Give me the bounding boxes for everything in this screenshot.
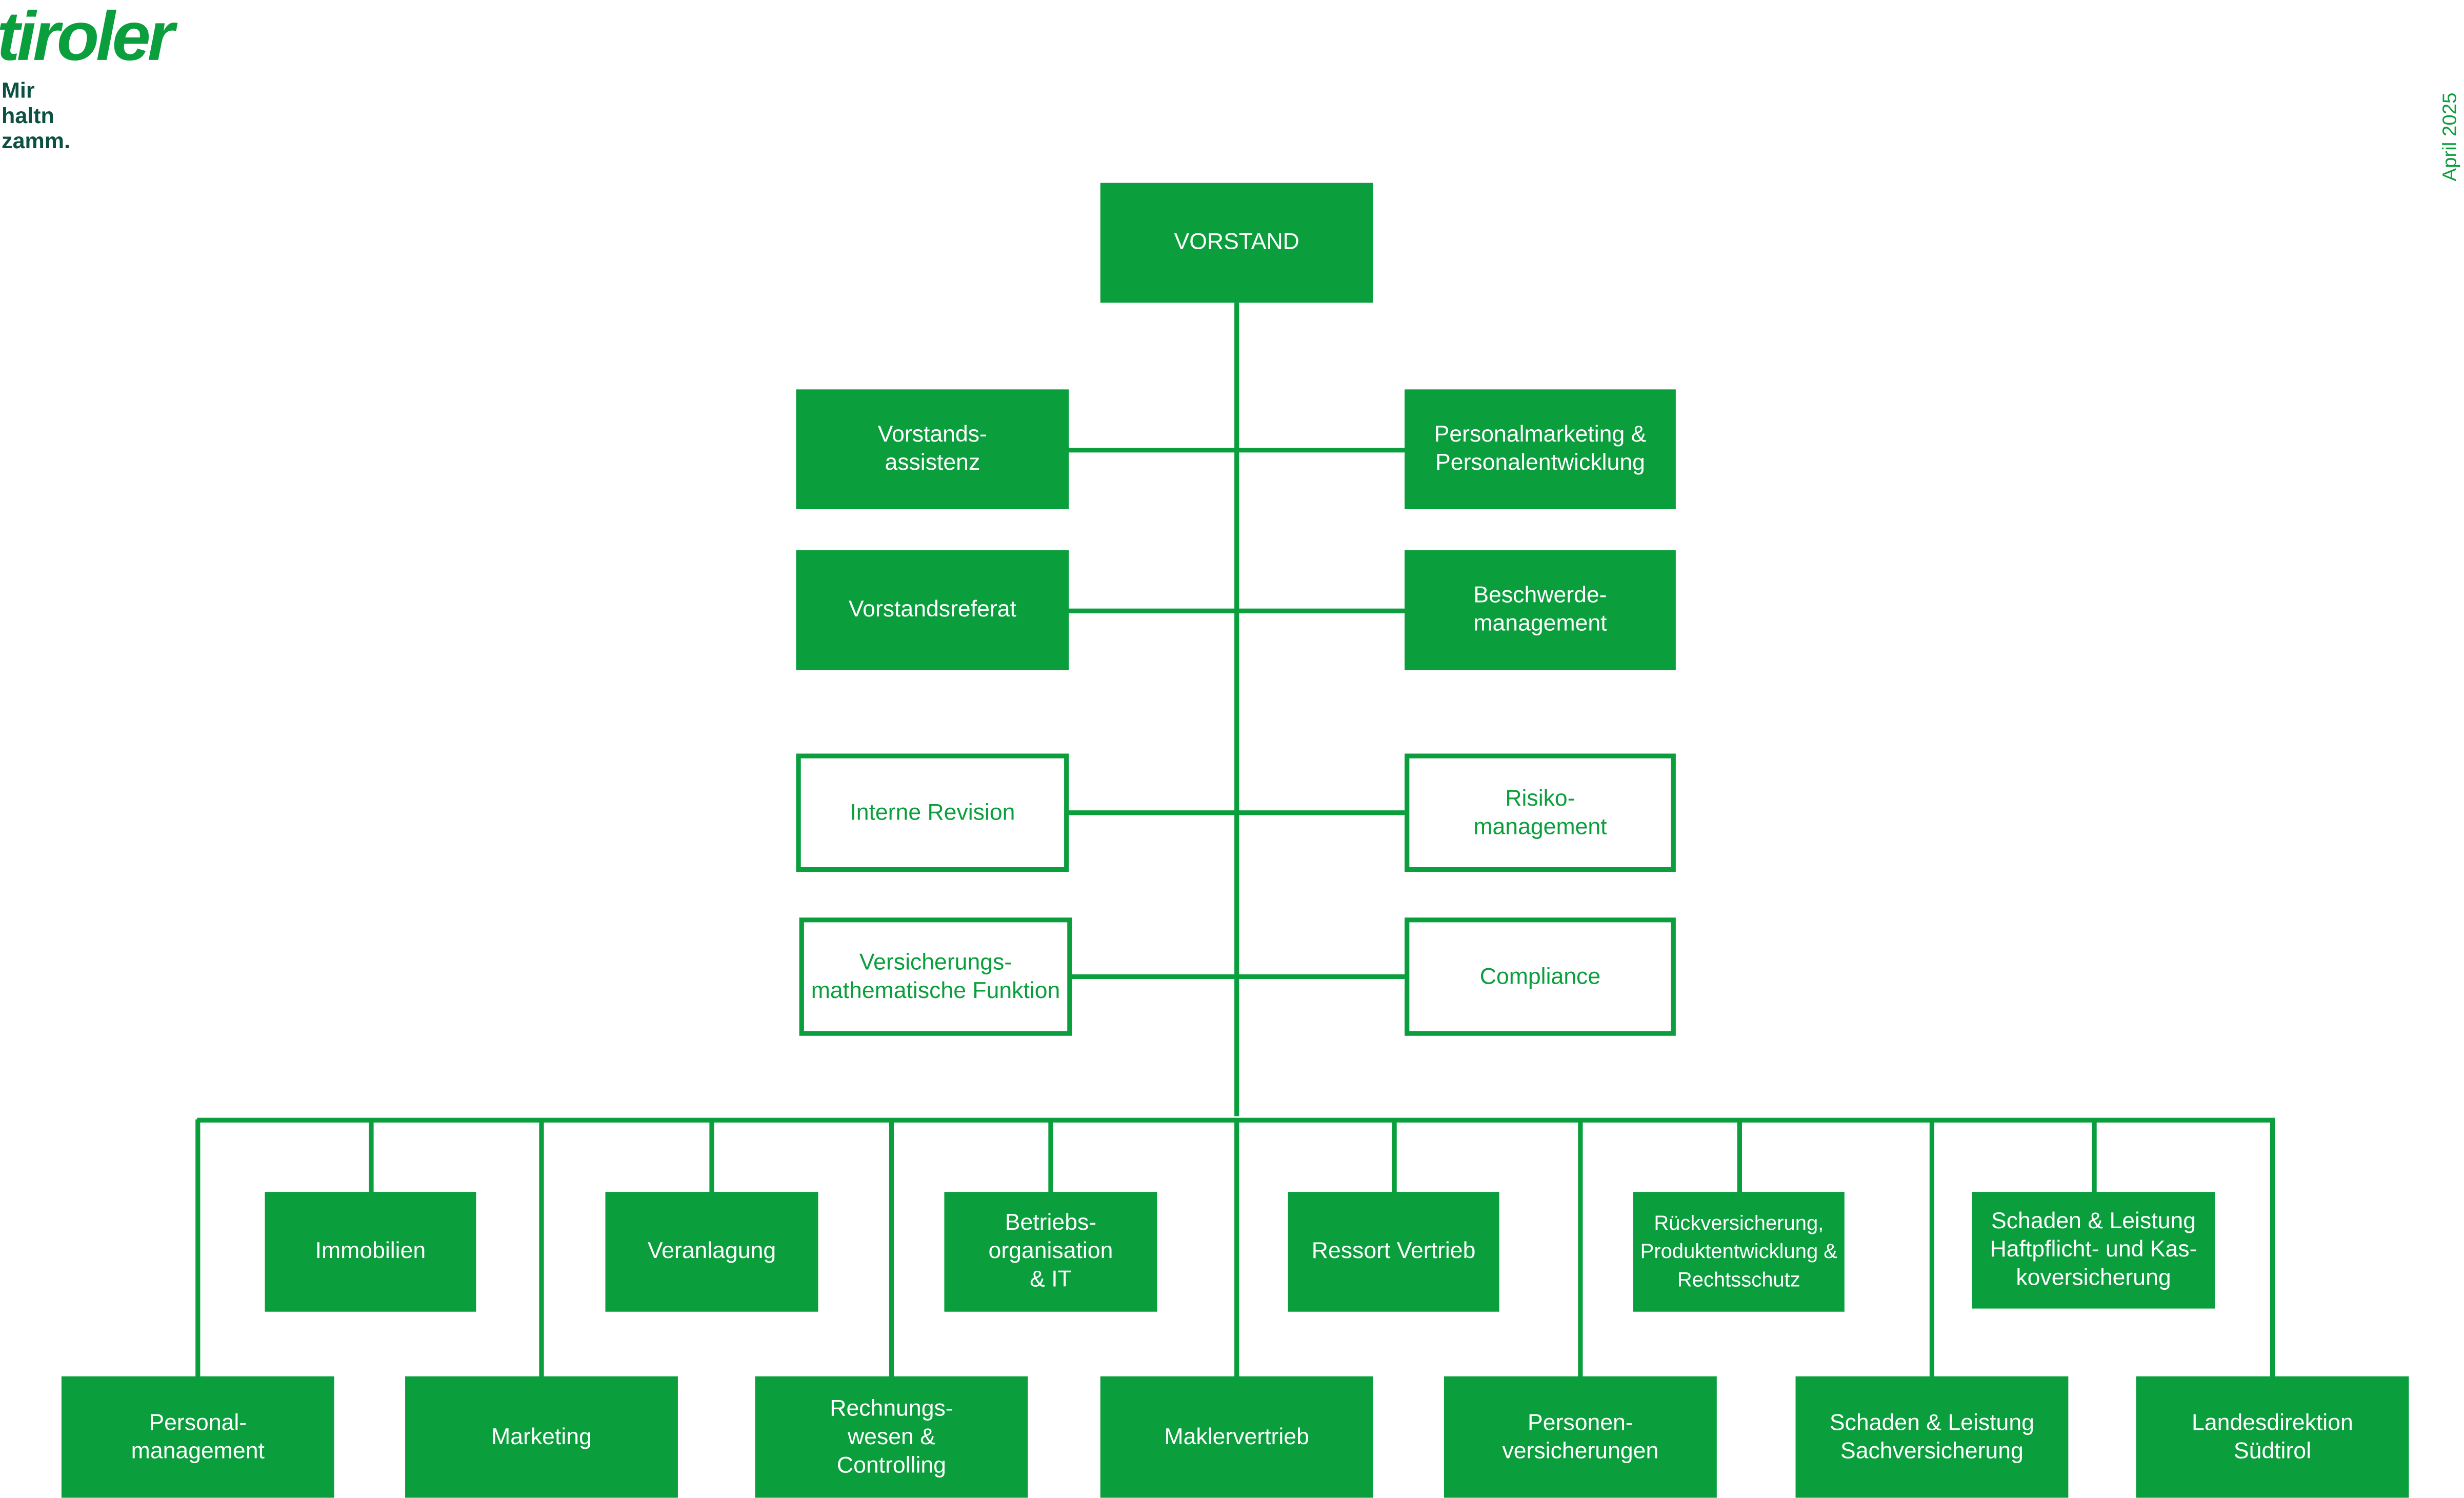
department-box[interactable]: Immobilien: [265, 1192, 476, 1312]
connector-line: [195, 1119, 201, 1380]
connector-line: [1236, 608, 1410, 613]
department-box[interactable]: Veranlagung: [605, 1192, 818, 1312]
department-box[interactable]: Schaden & Leistung Sachversicherung: [1795, 1376, 2069, 1498]
connector-line: [1391, 1119, 1396, 1195]
connector-line: [2270, 1119, 2275, 1380]
connector-line: [709, 1119, 714, 1195]
svg-text:Mir: Mir: [2, 78, 35, 103]
connector-line: [1578, 1119, 1583, 1380]
svg-text:zamm.: zamm.: [2, 129, 70, 153]
date-label: April 2025: [2438, 92, 2461, 182]
tiroler-logo: tiroler Mir haltn zamm.: [0, 0, 181, 153]
department-box[interactable]: Marketing: [405, 1376, 678, 1498]
connector-line: [1233, 1119, 1238, 1380]
department-box[interactable]: Ressort Vertrieb: [1288, 1192, 1499, 1312]
svg-text:haltn: haltn: [2, 104, 54, 128]
connector-line: [1929, 1119, 1935, 1380]
connector-line: [1236, 810, 1410, 815]
connector-line: [1736, 1119, 1741, 1195]
department-box[interactable]: Betriebs- organisation & IT: [944, 1192, 1157, 1312]
connector-line: [1067, 974, 1236, 980]
staff-box-right[interactable]: Personalmarketing & Personalentwicklung: [1405, 389, 1676, 509]
department-box[interactable]: Personal- management: [61, 1376, 334, 1498]
connector-line: [368, 1119, 373, 1195]
department-box[interactable]: Landesdirektion Südtirol: [2136, 1376, 2409, 1498]
staff-box-left[interactable]: Versicherungs- mathematische Funktion: [799, 917, 1072, 1036]
department-box[interactable]: Maklervertrieb: [1100, 1376, 1373, 1498]
connector-line: [1233, 303, 1238, 1116]
box-vorstand[interactable]: VORSTAND: [1100, 183, 1373, 303]
staff-box-left[interactable]: Vorstandsreferat: [796, 550, 1069, 670]
staff-box-left[interactable]: Vorstands- assistenz: [796, 389, 1069, 509]
department-box[interactable]: Rückversicherung, Produktentwicklung & R…: [1633, 1192, 1845, 1312]
staff-box-right[interactable]: Compliance: [1405, 917, 1676, 1036]
department-box[interactable]: Rechnungs- wesen & Controlling: [755, 1376, 1028, 1498]
connector-line: [1236, 447, 1410, 452]
connector-line: [1236, 974, 1410, 980]
department-box[interactable]: Personen- versicherungen: [1444, 1376, 1717, 1498]
connector-line: [1064, 608, 1236, 613]
connector-line: [539, 1119, 544, 1380]
connector-line: [2091, 1119, 2096, 1195]
connector-line: [1064, 447, 1236, 452]
connector-line: [1048, 1119, 1053, 1195]
staff-box-right[interactable]: Beschwerde- management: [1405, 550, 1676, 670]
staff-box-left[interactable]: Interne Revision: [796, 753, 1069, 872]
staff-box-right[interactable]: Risiko- management: [1405, 753, 1676, 872]
svg-text:tiroler: tiroler: [0, 0, 178, 75]
department-box[interactable]: Schaden & Leistung Haftpflicht- und Kas-…: [1972, 1192, 2215, 1309]
connector-line: [889, 1119, 894, 1380]
connector-line: [1064, 810, 1236, 815]
